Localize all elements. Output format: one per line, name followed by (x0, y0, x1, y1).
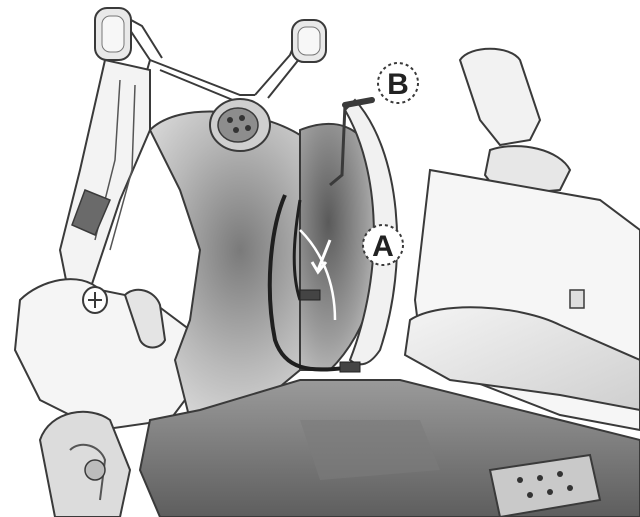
callout-b: B (378, 63, 418, 103)
callout-a-label: A (372, 230, 394, 263)
callout-b-label: B (387, 68, 409, 101)
side-latch (570, 290, 584, 308)
left-mirror (95, 8, 131, 60)
instrument-cluster (210, 99, 270, 151)
floor-mat-shade (300, 420, 440, 480)
right-mirror (292, 20, 326, 62)
callout-a: A (363, 225, 403, 265)
